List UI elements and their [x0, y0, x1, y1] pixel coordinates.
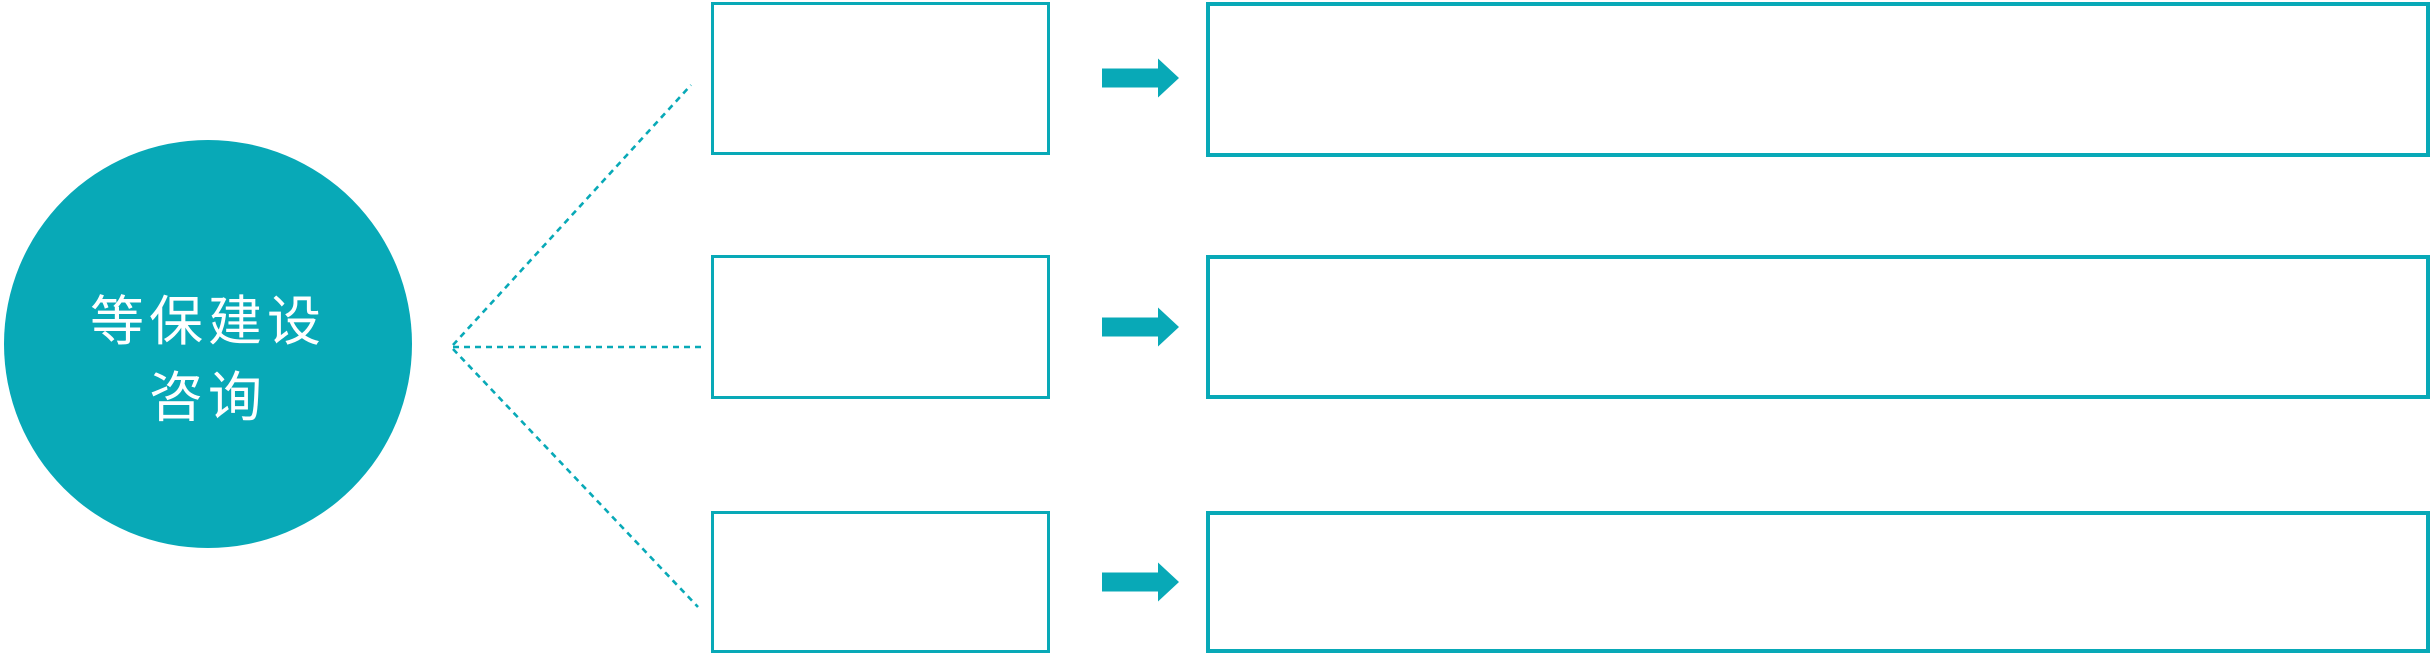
- topic-circle-label-line2: 咨询: [149, 366, 267, 429]
- right-arrow-icon-1: [1102, 58, 1179, 98]
- detail-box-2: [1206, 255, 2430, 399]
- right-arrow-icon-2: [1102, 307, 1179, 347]
- detail-box-3: [1206, 511, 2430, 653]
- topic-circle-label: 等保建设 咨询: [90, 284, 326, 436]
- dashed-connector-bottom-icon: [452, 348, 699, 608]
- step-box-3: [711, 511, 1050, 653]
- right-arrow-icon-3: [1102, 562, 1179, 602]
- dashed-connector-top-icon: [452, 84, 692, 346]
- detail-box-1: [1206, 2, 2430, 157]
- topic-circle: 等保建设 咨询: [4, 140, 412, 548]
- topic-circle-label-line1: 等保建设: [90, 290, 326, 353]
- step-box-1: [711, 2, 1050, 155]
- step-box-2: [711, 255, 1050, 399]
